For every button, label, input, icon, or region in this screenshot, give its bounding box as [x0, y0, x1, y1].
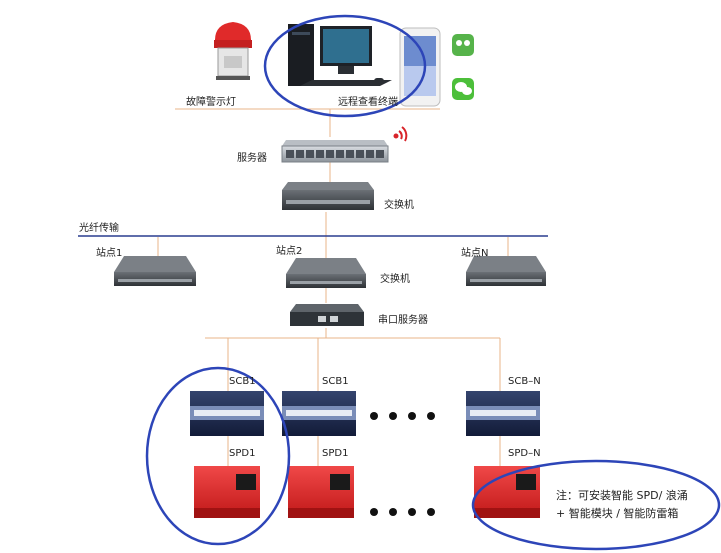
desktop-computer-icon [288, 24, 392, 86]
serial-server-icon [290, 304, 364, 326]
scb-module-n-icon [466, 391, 540, 436]
core-switch-label: 交换机 [384, 200, 414, 211]
note-highlight-ellipse [471, 459, 721, 551]
module-highlight-ellipse [145, 366, 291, 546]
spd-ellipsis-dots [370, 508, 435, 516]
station-2-label: 站点2 [276, 246, 303, 257]
terminal-highlight-ellipse [263, 14, 427, 118]
note-line-2: + 智能模块 / 智能防雷箱 [556, 507, 679, 520]
wifi-icon [393, 126, 408, 142]
scb-ellipsis-dots [370, 412, 435, 420]
server-label: 服务器 [237, 153, 267, 164]
station-switch-label: 交换机 [380, 274, 410, 285]
station-n-label: 站点N [461, 248, 489, 259]
spd-n-label: SPD–N [508, 448, 541, 459]
spd-module-2-icon [288, 466, 354, 518]
scb-n-label: SCB–N [508, 376, 541, 387]
note-text: 注：可安装智能 SPD/ 浪涌 + 智能模块 / 智能防雷箱 [556, 487, 688, 523]
spd-module-1-icon [194, 466, 260, 518]
alarm-light-icon [214, 22, 252, 80]
phone-icon [399, 27, 441, 107]
remote-terminal-label: 远程查看终端 [338, 97, 398, 108]
alarm-light-label: 故障警示灯 [186, 97, 236, 108]
wechat-icon [452, 78, 474, 100]
connection-lines [157, 108, 509, 466]
scb-2-label: SCB1 [322, 376, 349, 387]
spd-2-label: SPD1 [322, 448, 349, 459]
core-switch-icon [282, 182, 374, 210]
scb-module-1-icon [190, 391, 264, 436]
station-switch-2-icon [286, 258, 366, 288]
server-icon [281, 140, 389, 163]
station-1-label: 站点1 [96, 248, 123, 259]
spd-1-label: SPD1 [229, 448, 256, 459]
frog-app-icon [452, 34, 474, 56]
station-switch-n-icon [466, 256, 546, 286]
fiber-label: 光纤传输 [79, 223, 119, 234]
scb-module-2-icon [282, 391, 356, 436]
note-line-1: 注：可安装智能 SPD/ 浪涌 [556, 489, 688, 502]
station-switch-1-icon [114, 256, 196, 286]
serial-server-label: 串口服务器 [378, 315, 428, 326]
scb-1-label: SCB1 [229, 376, 256, 387]
